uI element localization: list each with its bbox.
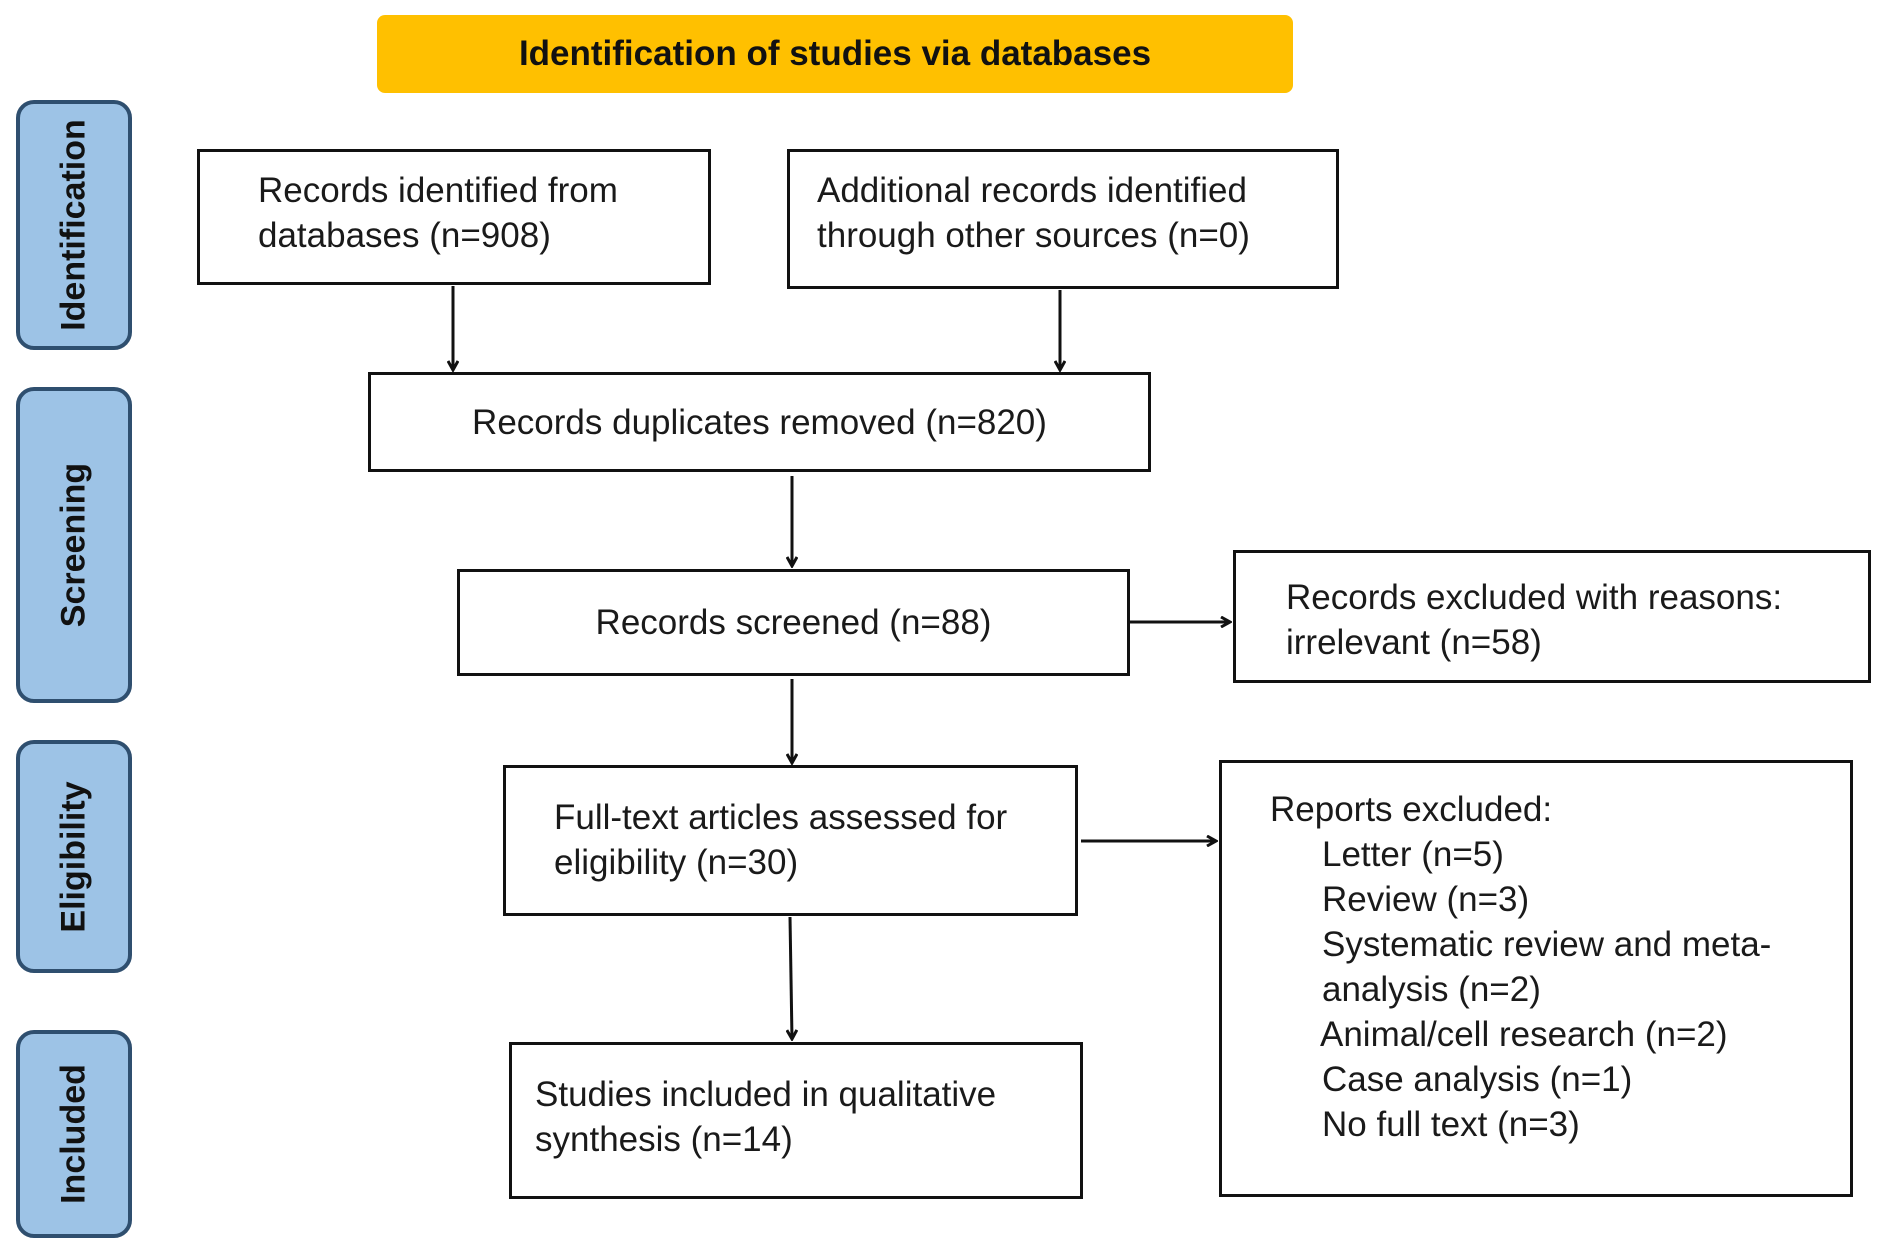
box-records-excluded: Records excluded with reasons: irrelevan…: [1233, 550, 1871, 683]
box-records-screened: Records screened (n=88): [457, 569, 1130, 676]
phase-screening-label: Screening: [54, 462, 93, 628]
box-records-databases-line1: Records identified from: [258, 171, 618, 210]
box-other-sources: Additional records identified through ot…: [787, 149, 1339, 289]
header-title: Identification of studies via databases: [518, 34, 1152, 73]
box-duplicates-removed: Records duplicates removed (n=820): [368, 372, 1151, 472]
box-records-excluded-line1: Records excluded with reasons:: [1286, 578, 1783, 617]
box-records-databases: Records identified from databases (n=908…: [197, 149, 711, 285]
list-item: Animal/cell research (n=2): [1320, 1015, 1728, 1054]
phase-identification: Identification: [16, 100, 132, 350]
box-reports-excluded-heading: Reports excluded:: [1270, 790, 1553, 829]
phase-included-label: Included: [54, 1064, 93, 1204]
list-item: Systematic review and meta-: [1322, 925, 1772, 964]
box-reports-excluded: Reports excluded: Letter (n=5) Review (n…: [1219, 760, 1853, 1197]
box-records-excluded-line2: irrelevant (n=58): [1286, 623, 1542, 662]
header-banner: Identification of studies via databases: [377, 15, 1293, 93]
list-item: Case analysis (n=1): [1322, 1060, 1633, 1099]
list-item: Review (n=3): [1322, 880, 1530, 919]
box-other-sources-line2: through other sources (n=0): [817, 216, 1250, 255]
box-studies-included-line1: Studies included in qualitative: [535, 1075, 997, 1114]
box-fulltext-assessed: Full-text articles assessed for eligibil…: [503, 765, 1078, 916]
box-records-screened-text: Records screened (n=88): [595, 603, 992, 642]
list-item: Letter (n=5): [1322, 835, 1504, 874]
box-duplicates-removed-text: Records duplicates removed (n=820): [472, 402, 1047, 442]
list-item: analysis (n=2): [1322, 970, 1541, 1009]
phase-screening: Screening: [16, 387, 132, 703]
phase-included: Included: [16, 1030, 132, 1238]
phase-identification-label: Identification: [54, 119, 93, 331]
box-studies-included-line2: synthesis (n=14): [535, 1120, 793, 1159]
list-item: No full text (n=3): [1322, 1105, 1580, 1144]
box-records-databases-line2: databases (n=908): [258, 216, 551, 255]
phase-eligibility-label: Eligibility: [54, 780, 93, 933]
box-other-sources-line1: Additional records identified: [817, 171, 1247, 210]
box-fulltext-assessed-line1: Full-text articles assessed for: [554, 798, 1008, 837]
reports-excluded-list: Letter (n=5) Review (n=3) Systematic rev…: [1270, 832, 1850, 1147]
box-studies-included: Studies included in qualitative synthesi…: [509, 1042, 1083, 1199]
box-fulltext-assessed-line2: eligibility (n=30): [554, 843, 799, 882]
arrow-fulltext-to-included: [790, 916, 792, 1039]
phase-eligibility: Eligibility: [16, 740, 132, 973]
